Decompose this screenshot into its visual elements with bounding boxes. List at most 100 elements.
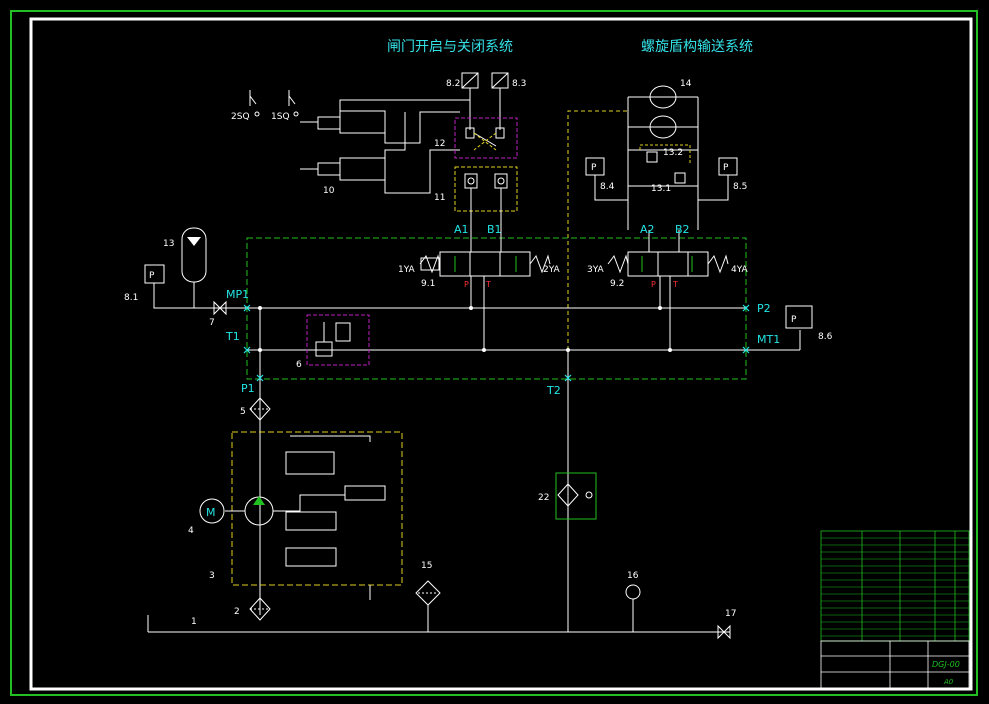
check-valves-12 [465,127,505,147]
sheet-size: A0 [943,678,954,686]
label-13-2: 13.2 [663,148,683,158]
valve-9-1-p: P [464,280,469,289]
valve-9-1-arrows [454,256,517,272]
label-10: 10 [323,186,335,196]
port-t2: T2 [546,384,561,397]
label-12: 12 [434,139,445,149]
label-14: 14 [680,79,692,89]
port-a2: A2 [640,223,655,236]
label-9-1: 9.1 [421,279,435,289]
label-6: 6 [296,360,302,370]
port-t1: T1 [225,330,240,343]
drive-motor [199,498,225,524]
junction-dots [258,306,672,352]
label-17: 17 [725,609,736,619]
label-2sq: 2SQ [231,112,250,122]
gauge-8-4-symbol: P [591,163,597,173]
accumulator-bladder-icon [187,237,201,246]
label-3ya: 3YA [587,265,605,275]
valve-block-11 [454,166,518,212]
pump-arrow-icon [253,496,265,505]
title-block [820,640,970,690]
label-7: 7 [209,318,215,328]
label-2: 2 [234,607,240,617]
pressure-gauge-8-1 [144,264,165,309]
return-filter-22 [555,472,597,520]
port-a1: A1 [454,223,469,236]
port-b1: B1 [487,223,502,236]
pump-internals [225,435,386,600]
valve-9-1-t: T [485,280,491,289]
pressure-switch-8-2 [461,72,479,89]
outer-frame [10,10,978,696]
label-3: 3 [209,571,215,581]
relief-valve-6 [306,314,370,366]
port-p2: P2 [757,302,771,315]
drawing-number: DGJ-00 [932,660,960,669]
return-filter-22-diamond [557,483,579,507]
label-8-1: 8.1 [124,293,138,303]
gauge-8-6-symbol: P [791,315,797,325]
label-4: 4 [188,526,194,536]
shutoff-valve-7 [213,300,227,316]
label-13-1: 13.1 [651,184,671,194]
pump-assembly-3 [231,431,403,586]
port-mt1: MT1 [757,333,780,346]
pilot-line-2 [639,144,691,165]
pressure-switch-8-3 [491,72,509,89]
label-9-2: 9.2 [610,279,624,289]
label-16: 16 [627,571,639,581]
valve-9-2-p: P [651,280,656,289]
label-22: 22 [538,493,549,503]
label-4ya: 4YA [731,265,749,275]
port-b2: B2 [675,223,690,236]
level-gauge-16 [625,584,641,600]
pressure-gauge-8-6 [785,305,813,329]
label-1: 1 [191,617,197,627]
check-valves-11 [464,173,508,230]
label-8-4: 8.4 [600,182,615,192]
pilot-line [567,110,628,350]
drain-valve-17 [717,624,731,640]
label-8-6: 8.6 [818,332,833,342]
pressure-gauge-8-5 [698,157,738,201]
label-8-3: 8.3 [512,79,526,89]
label-13: 13 [163,239,174,249]
limit-switch-2sq [249,90,260,117]
port-p1: P1 [241,382,255,395]
label-1ya: 1YA [398,265,416,275]
valve-9-2-t: T [672,280,678,289]
filter-5 [249,397,271,421]
gate-cylinders [300,88,501,194]
directional-valve-9-1 [419,230,551,350]
pressure-gauge-8-4 [585,157,628,201]
valve-9-2-arrows [641,256,693,272]
parts-list-rows [821,537,969,637]
inner-border [29,17,973,691]
motor-symbol: M [206,506,216,519]
label-15: 15 [421,561,432,571]
motor-14 [627,85,699,230]
gauge-8-5-symbol: P [723,163,729,173]
label-8-5: 8.5 [733,182,747,192]
filter-2 [249,597,271,621]
relief-valve-6-body [315,322,351,357]
accumulator-13 [181,227,207,308]
cross-lines-12 [473,132,497,151]
limit-switch-1sq [288,90,299,117]
label-5: 5 [240,407,246,417]
directional-valve-9-2 [607,230,729,350]
gauge-8-1-symbol: P [149,271,155,281]
main-lines [147,307,801,633]
port-mp1: MP1 [226,288,249,301]
label-11: 11 [434,193,445,203]
title-gate-system: 闸门开启与关闭系统 [387,39,513,55]
label-1sq: 1SQ [271,112,290,122]
label-8-2: 8.2 [446,79,460,89]
parts-list-table [820,530,970,642]
title-screw-conveyor-system: 螺旋盾构输送系统 [641,39,753,55]
label-2ya: 2YA [543,265,561,275]
valve-block-12 [454,117,518,159]
port-markers [243,304,750,382]
